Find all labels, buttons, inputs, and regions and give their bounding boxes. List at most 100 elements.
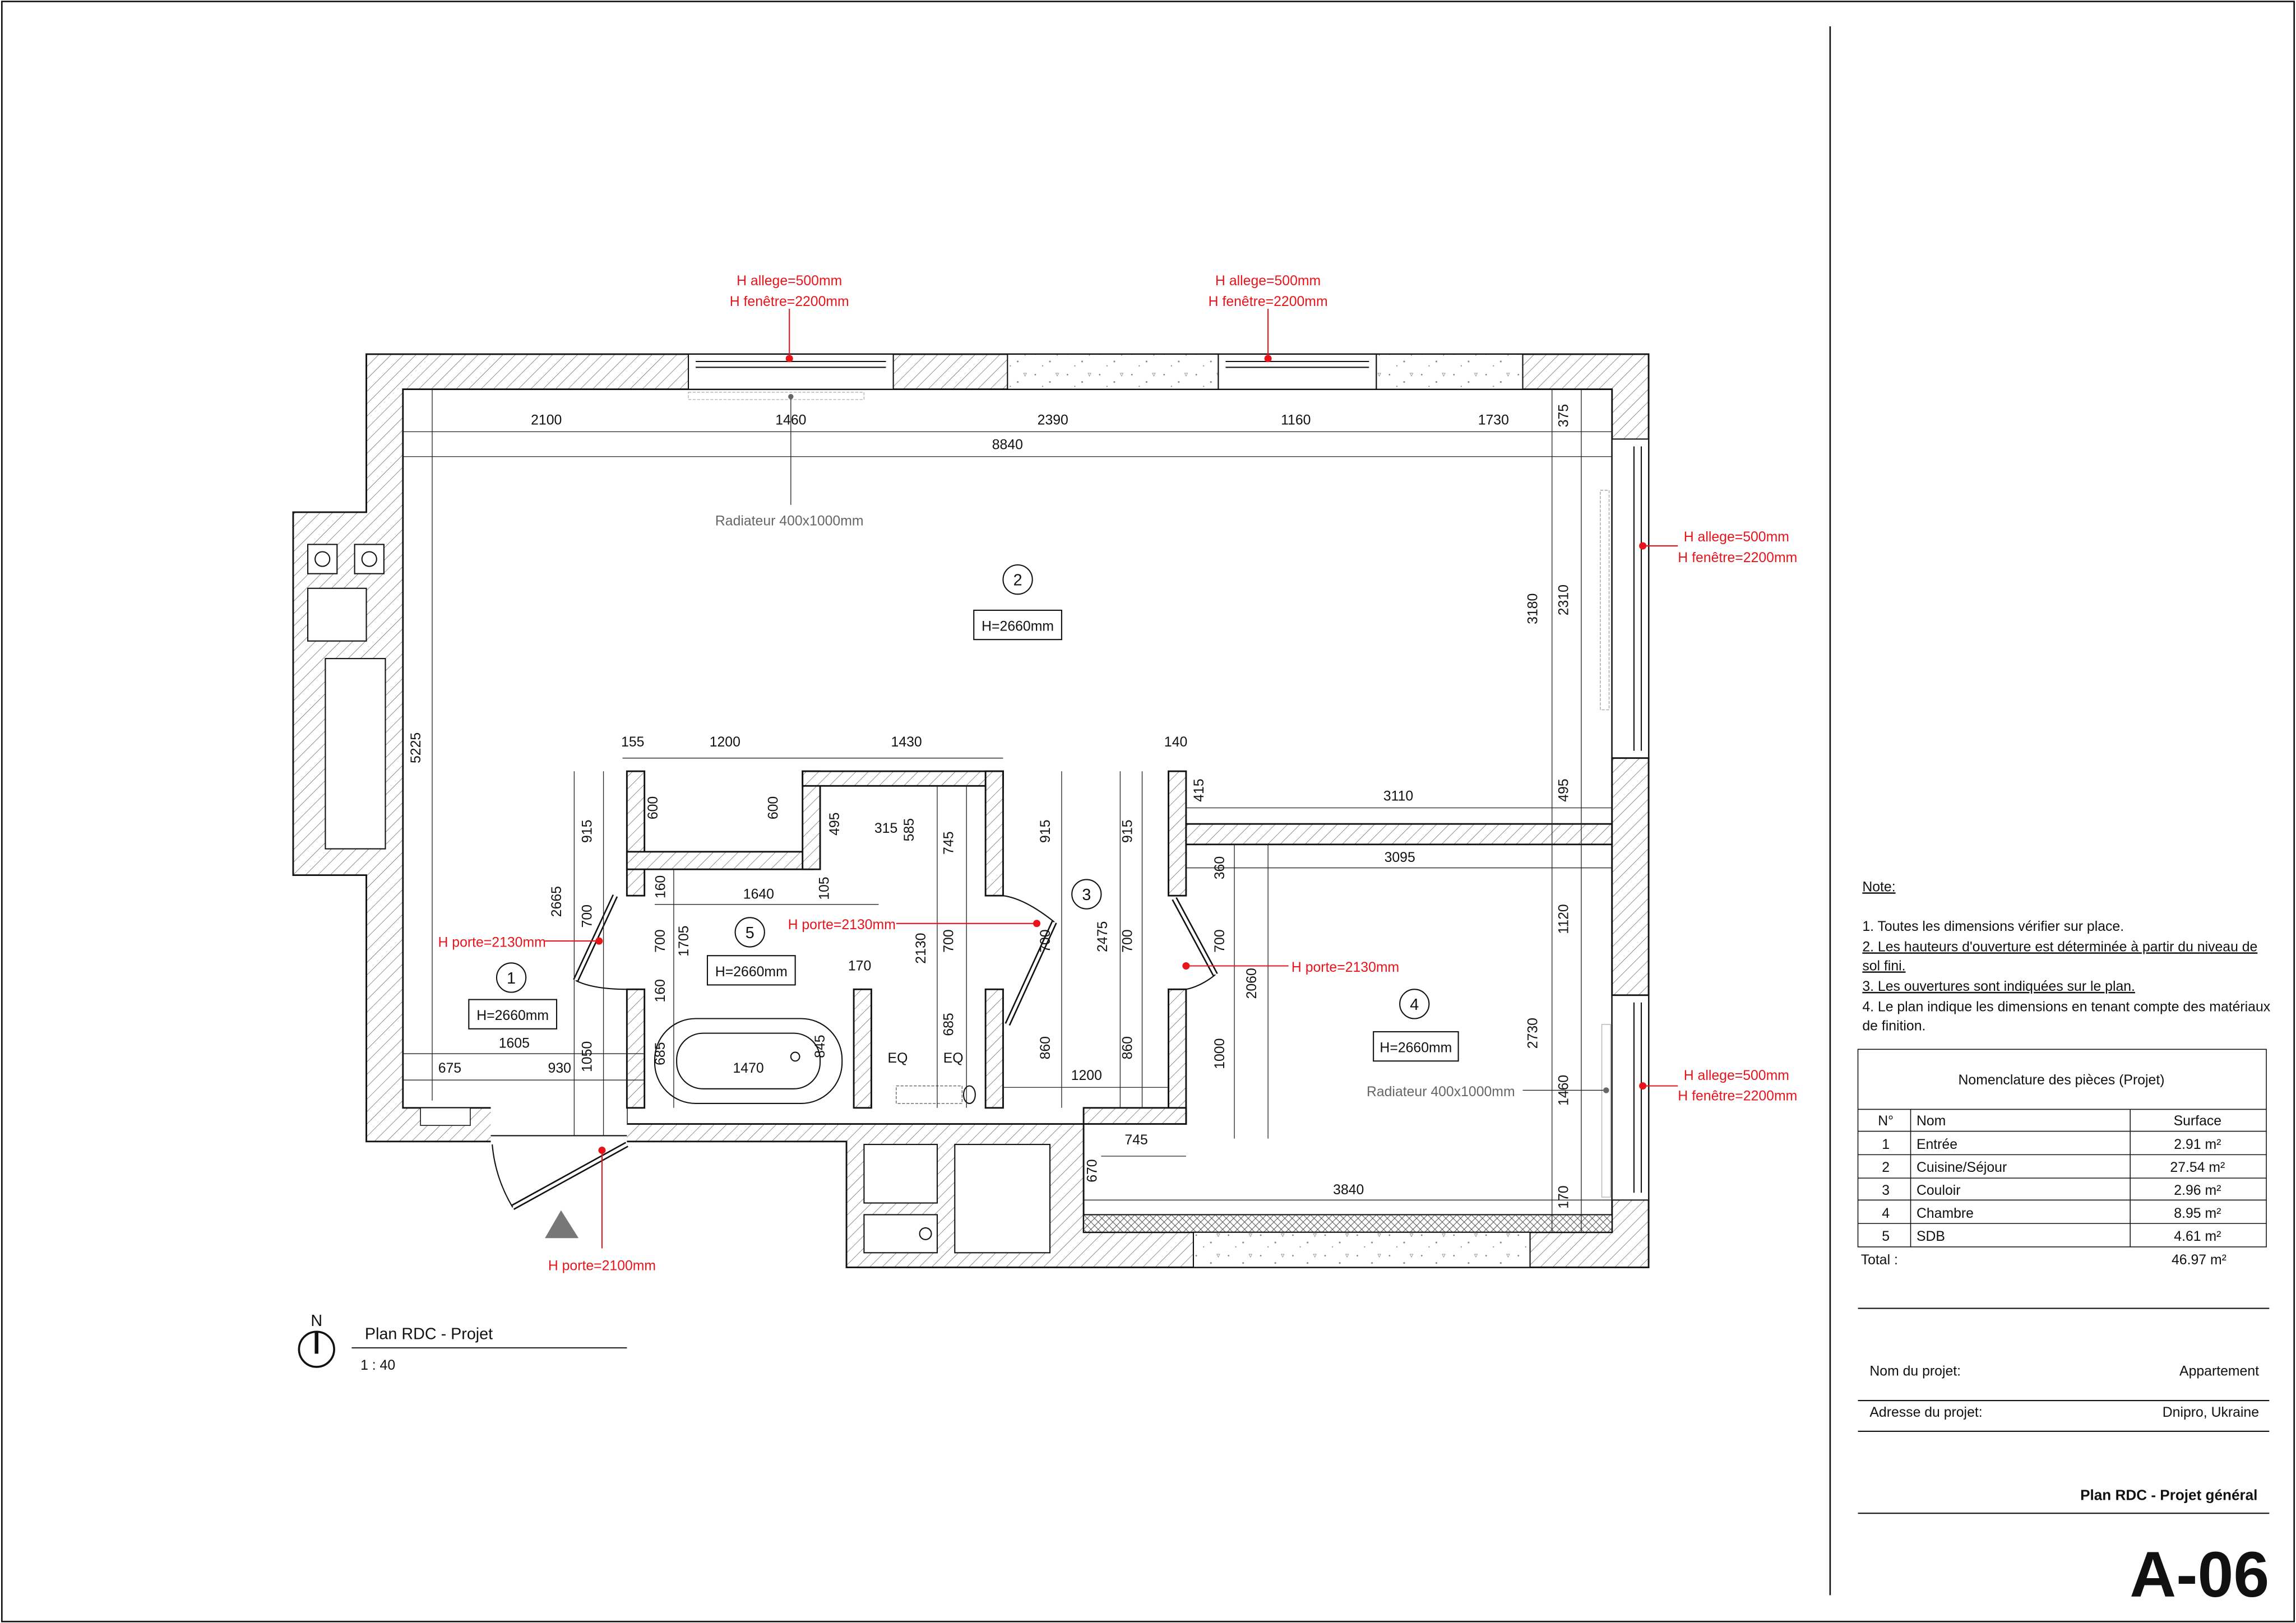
dimension-label: 700: [1038, 929, 1053, 952]
dimension-label: 700: [1212, 929, 1228, 952]
radiator: [688, 392, 865, 400]
room-number: 4: [1410, 996, 1419, 1014]
room-surface-cell: 4.61 m²: [2174, 1229, 2221, 1244]
window-label-allege: H allege=500mm: [737, 273, 842, 289]
bedroom-bottom-wall: [1083, 1214, 1613, 1233]
room-height: H=2660mm: [982, 619, 1054, 634]
note-item: 4. Le plan indique les dimensions en ten…: [1862, 999, 2270, 1014]
dimension-label: 600: [646, 796, 661, 819]
window-label-height: H fenêtre=2200mm: [1678, 1089, 1797, 1104]
dimension-label: 1200: [1071, 1068, 1102, 1083]
fixture-box: [863, 1144, 938, 1204]
dimension-label: 685: [942, 1013, 957, 1036]
table-header: Surface: [2174, 1114, 2221, 1129]
room-number: 1: [507, 970, 516, 987]
radiator-label: Radiateur 400x1000mm: [1367, 1084, 1515, 1100]
radiator-label: Radiateur 400x1000mm: [715, 513, 864, 528]
dimension-label: 1050: [580, 1041, 595, 1072]
dimension-label: 495: [1556, 778, 1571, 801]
dimension-label: 915: [1120, 820, 1135, 843]
room-number-cell: 5: [1882, 1229, 1890, 1244]
dimension-label: 700: [942, 929, 957, 952]
dimension-label: 1730: [1478, 412, 1509, 428]
room-schedule-text: Nomenclature des pièces (Projet) N° Nom …: [1861, 1073, 2226, 1268]
dimension-label: 1470: [733, 1061, 764, 1076]
dimension-label: 375: [1556, 404, 1571, 427]
note-item: 3. Les ouvertures sont indiquées sur le …: [1862, 979, 2135, 994]
room-name-cell: Couloir: [1917, 1183, 1961, 1198]
dimension-label: 915: [1038, 820, 1053, 843]
room-height: H=2660mm: [1380, 1041, 1452, 1056]
toilet: [962, 1085, 976, 1105]
room-number-cell: 4: [1882, 1206, 1890, 1221]
note-item: de finition.: [1862, 1018, 1925, 1033]
dimension-label: 845: [813, 1035, 828, 1058]
dimension-label: 1605: [499, 1036, 530, 1051]
fixture-box: [325, 658, 386, 850]
annotations: H allege=500mm H fenêtre=2200mm H allege…: [438, 273, 1797, 1273]
room-name-cell: Cuisine/Séjour: [1917, 1160, 2007, 1175]
room-surface-cell: 2.96 m²: [2174, 1183, 2221, 1198]
dimension-label: 915: [580, 820, 595, 843]
entry-marker-icon: [545, 1210, 579, 1239]
interior-walls: [626, 757, 1650, 1125]
dimension-label: 2475: [1095, 921, 1110, 952]
fixture-box: [307, 544, 338, 574]
note-item: 2. Les hauteurs d'ouverture est détermin…: [1862, 939, 2257, 954]
dimension-label: 8840: [992, 438, 1023, 453]
dimension-label: 1460: [775, 412, 806, 428]
dimension-label: 495: [827, 813, 843, 836]
dimension-label: 360: [1212, 856, 1228, 879]
radiator: [1601, 1024, 1611, 1198]
dimension-label: 2310: [1556, 585, 1571, 615]
dimension-label: 2130: [914, 933, 929, 964]
room-number-cell: 1: [1882, 1137, 1890, 1152]
dimension-label: 860: [1038, 1036, 1053, 1059]
notes-heading: Note:: [1862, 879, 1895, 894]
dimension-label: 415: [1192, 778, 1207, 801]
door-label: H porte=2130mm: [1292, 960, 1399, 975]
room-surface-cell: 8.95 m²: [2174, 1206, 2221, 1221]
dimension-label: 3095: [1385, 850, 1415, 865]
dimension-label: 675: [438, 1061, 461, 1076]
dimension-label: 155: [621, 735, 644, 750]
dimension-label: 5225: [409, 732, 424, 763]
dimension-label: 670: [1085, 1159, 1100, 1182]
dimension-label: 1160: [1281, 412, 1311, 428]
project-address: Dnipro, Ukraine: [2163, 1405, 2259, 1420]
door-label: H porte=2130mm: [438, 935, 545, 950]
title-block: Nom du projet: Appartement Adresse du pr…: [1858, 1307, 2269, 1611]
room-tags: 1 H=2660mm 2 H=2660mm 3 4 H=2660mm 5 H=2…: [468, 564, 1459, 1062]
dimension-label: 860: [1120, 1036, 1135, 1059]
window-label-allege: H allege=500mm: [1215, 273, 1321, 289]
room-surface-cell: 27.54 m²: [2170, 1160, 2225, 1175]
dimension-label: 140: [1164, 735, 1187, 750]
dimension-label: 745: [942, 831, 957, 854]
dimension-label: 160: [653, 875, 668, 898]
dimension-label: EQ: [888, 1051, 908, 1066]
dimension-label: 1640: [743, 887, 774, 902]
bathtub: [654, 1018, 843, 1105]
fixture-box: [354, 544, 385, 574]
project-address-label: Adresse du projet:: [1869, 1405, 1982, 1420]
dimension-label: 1120: [1556, 904, 1571, 934]
fixture-box: [954, 1144, 1051, 1254]
plan-scale: 1 : 40: [360, 1358, 395, 1373]
room-name-cell: SDB: [1917, 1229, 1945, 1244]
dimension-label: 2730: [1526, 1018, 1541, 1049]
table-total-label: Total :: [1861, 1253, 1898, 1268]
fixture-box: [307, 587, 367, 642]
plan-title: Plan RDC - Projet: [365, 1325, 493, 1343]
dimension-label: 1000: [1212, 1038, 1228, 1069]
window-right-2: [1611, 994, 1650, 1201]
room-number-cell: 2: [1882, 1160, 1890, 1175]
dimension-label: 685: [653, 1042, 668, 1065]
floor-plan: 2100146023901160173088403753180231052254…: [292, 273, 1797, 1274]
window-top-2: [1218, 353, 1377, 390]
dimension-label: EQ: [943, 1051, 964, 1066]
dimension-label: 3840: [1333, 1183, 1364, 1198]
north-label: N: [311, 1312, 322, 1330]
window-label-allege: H allege=500mm: [1684, 530, 1789, 545]
